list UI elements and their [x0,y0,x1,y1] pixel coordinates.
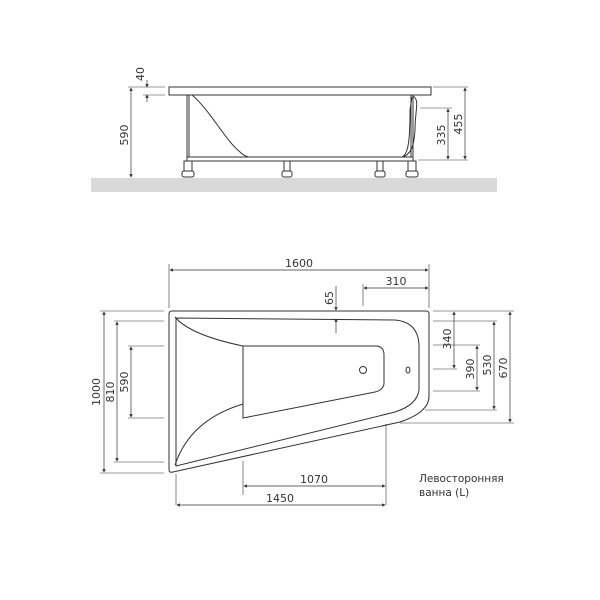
dim-right-670: 670 [497,358,510,379]
dim-bowl-depth: 455 [452,114,465,135]
dim-inner-width: 810 [104,382,117,403]
top-view [168,310,430,473]
tub-rim [168,86,432,96]
floor [91,178,497,192]
dim-bottom-width: 590 [118,372,131,393]
front-view [91,80,497,192]
note-line-2: ванна (L) [419,487,470,499]
dim-overall-width: 1000 [90,378,103,406]
dim-right-340: 340 [441,329,454,350]
top-view-dimensions [100,264,514,507]
dim-right-offset: 310 [386,275,407,288]
dim-rim-thickness: 40 [134,67,147,81]
dim-bottom-length: 1070 [300,473,328,486]
dim-right-530: 530 [481,355,494,376]
dim-inner-length: 1450 [266,492,294,505]
dim-right-390: 390 [464,359,477,380]
note-line-1: Левосторонняя [419,473,504,485]
dim-rim-width: 65 [323,291,336,305]
dim-total-height: 590 [118,125,131,146]
dim-overall-length: 1600 [285,257,313,270]
orientation-note: Левосторонняя ванна (L) [419,472,504,500]
tub-outline [168,310,430,473]
dim-overflow-height: 335 [435,125,448,146]
tub-feet [181,160,419,178]
